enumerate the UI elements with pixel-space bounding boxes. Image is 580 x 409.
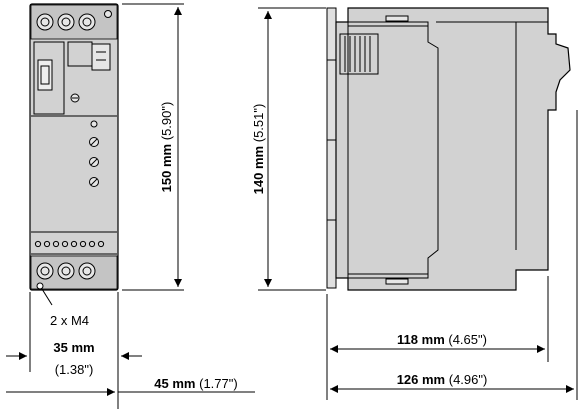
side-height-inch: (5.51"): [251, 104, 266, 143]
potentiometers: [89, 120, 99, 187]
control-module: [31, 41, 117, 117]
side-height-dimension: 140 mm (5.51"): [251, 7, 326, 291]
front-width-inch: (1.38"): [55, 362, 94, 377]
front-depth-bold: 45 mm: [154, 376, 195, 391]
svg-text:140 mm (5.51"): 140 mm (5.51"): [251, 104, 266, 195]
front-depth-inch: (1.77"): [199, 376, 238, 391]
bottom-terminals: [30, 255, 118, 290]
side-depth-dimension-126: 126 mm (4.96"): [330, 372, 574, 393]
front-depth-dimension: 45 mm (1.77"): [6, 376, 255, 396]
side-depth-118-inch: (4.65"): [448, 332, 487, 347]
screw-label: 2 x M4: [50, 313, 89, 328]
front-height-inch: (5.90"): [159, 102, 174, 141]
vent-grille: [339, 33, 379, 75]
mounting-rail: [326, 7, 337, 289]
front-width-dimension: 35 mm (1.38"): [6, 292, 142, 409]
side-depth-118-bold: 118 mm: [397, 332, 445, 347]
side-height-bold: 140 mm: [251, 146, 266, 194]
side-device-body: [335, 7, 571, 291]
front-height-dimension: 150 mm (5.90"): [122, 3, 184, 291]
side-depth-dimension-118: 118 mm (4.65"): [330, 332, 545, 353]
front-view: 150 mm (5.90") 2 x M4 35 mm (1.38") 45 m…: [6, 3, 255, 409]
svg-text:45 mm (1.77"): 45 mm (1.77"): [154, 376, 237, 391]
screw-hole-icon: [36, 282, 44, 290]
front-width-bold: 35 mm: [53, 340, 94, 355]
control-terminals: [31, 231, 117, 255]
top-terminals: [30, 4, 118, 40]
svg-text:150 mm (5.90"): 150 mm (5.90"): [159, 102, 174, 193]
side-view: 140 mm (5.51") 118 mm (4.65") 126 mm (4.…: [251, 7, 578, 400]
front-height-bold: 150 mm: [159, 144, 174, 192]
svg-text:118 mm (4.65"): 118 mm (4.65"): [397, 332, 487, 347]
svg-text:126 mm (4.96"): 126 mm (4.96"): [397, 372, 488, 387]
side-depth-126-inch: (4.96"): [449, 372, 488, 387]
side-depth-126-bold: 126 mm: [397, 372, 445, 387]
